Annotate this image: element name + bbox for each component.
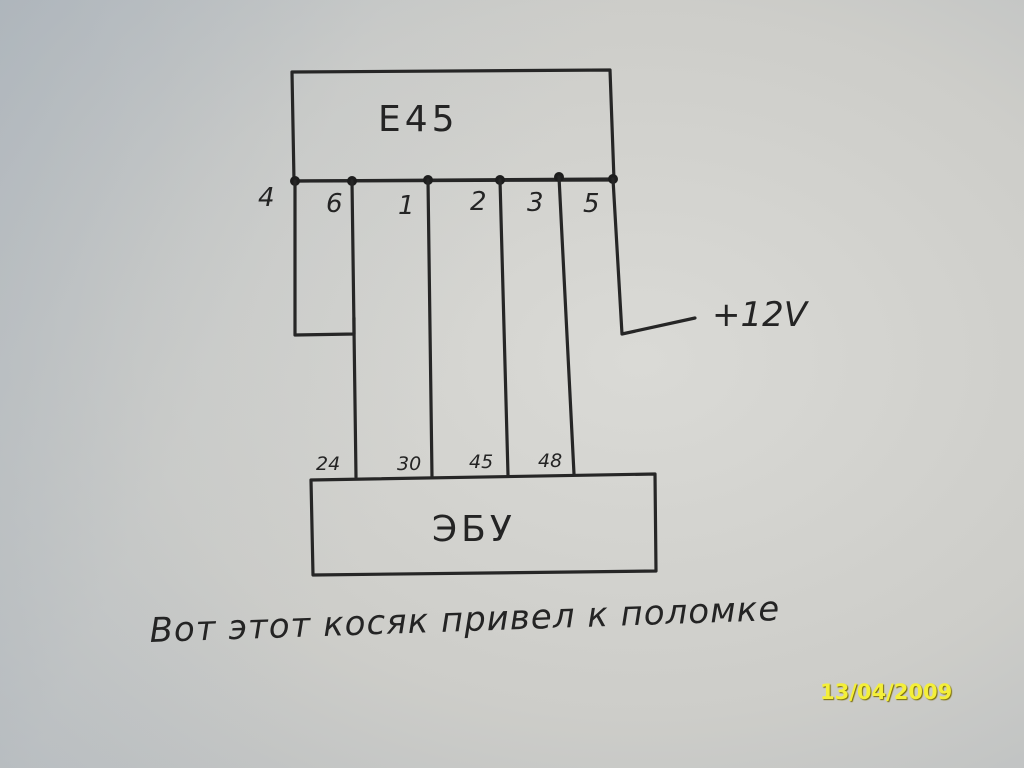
wire-pin5-to-power bbox=[611, 177, 697, 336]
wire-pin6-to-24 bbox=[350, 179, 358, 479]
pin-number-1: 1 bbox=[398, 191, 415, 221]
e45-pin-bar bbox=[292, 177, 616, 183]
caption: Вот этот косяк привел к поломке bbox=[149, 589, 781, 651]
pin-number-3: 3 bbox=[527, 188, 544, 218]
pin-number-2: 2 bbox=[470, 187, 487, 217]
e45-label: E45 bbox=[378, 99, 459, 140]
pin-number-5: 5 bbox=[583, 189, 600, 219]
wire-pin2-to-45 bbox=[498, 178, 510, 477]
date-stamp: 13/04/2009 bbox=[820, 680, 953, 704]
ecu-pin-45: 45 bbox=[469, 451, 493, 473]
pin-number-4: 4 bbox=[258, 183, 275, 213]
wire-pin1-to-30 bbox=[426, 178, 434, 479]
ecu-pin-48: 48 bbox=[538, 450, 562, 472]
wire-pin3-to-48 bbox=[557, 175, 576, 476]
ecu-pin-30: 30 bbox=[397, 453, 421, 475]
power-label: +12V bbox=[712, 295, 810, 335]
pin-number-6: 6 bbox=[326, 189, 343, 219]
wire-pin4-to-pin6-jumper bbox=[293, 179, 356, 337]
ecu-pin-24: 24 bbox=[316, 453, 340, 475]
ecu-label: ЭБУ bbox=[432, 509, 516, 550]
ecu-block bbox=[309, 472, 658, 577]
